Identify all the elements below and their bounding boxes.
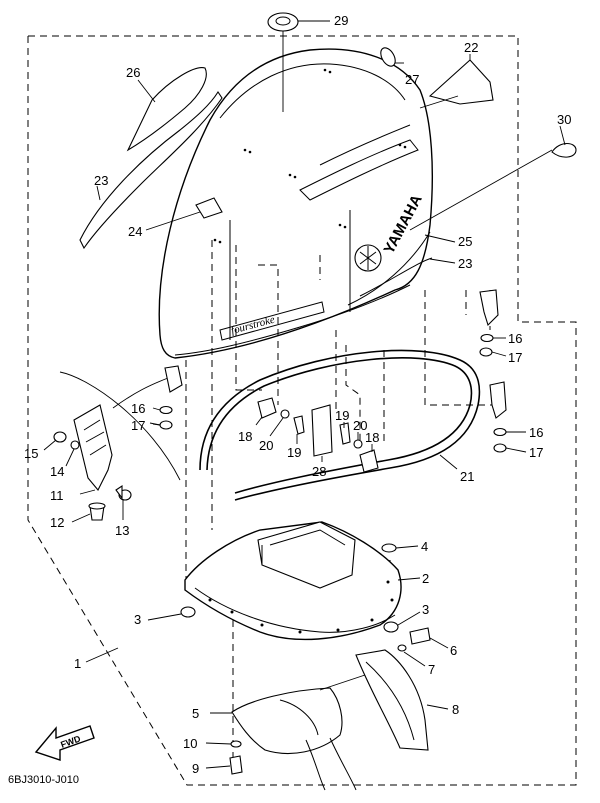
label-11: 11 [50,488,64,503]
part-7-washer [397,644,426,667]
label-2: 2 [422,571,429,586]
part-5-undercover [210,674,366,791]
part-6-bolt [409,627,449,649]
label-17b: 17 [508,350,522,365]
label-19b: 19 [335,408,349,423]
part-29-cap [267,12,330,112]
label-25: 25 [458,234,472,249]
part-25-strip [347,231,431,306]
label-19a: 19 [287,445,301,460]
label-9: 9 [192,761,199,776]
label-18a: 18 [238,429,252,444]
part-15-nut [43,431,67,451]
left-latch [152,365,183,430]
label-24: 24 [128,224,142,239]
part-21-seal [199,349,481,501]
label-3b: 3 [422,602,429,617]
part-number-labels: 29 22 26 27 30 23 24 25 23 16 17 16 17 1… [24,13,571,776]
right-upper-latch [479,289,507,357]
part-10-washer [205,740,242,748]
left-clip-set [255,397,333,462]
right-clip-set [339,422,379,473]
label-15: 15 [24,446,38,461]
part-14-washer [65,440,80,467]
bottom-cowling [184,521,402,641]
label-8: 8 [452,702,459,717]
part-23-left-strip [79,90,223,250]
label-16b: 16 [508,331,522,346]
label-1: 1 [74,656,81,671]
label-27: 27 [405,72,419,87]
label-3a: 3 [134,612,141,627]
right-lower-latch [489,381,527,453]
label-17c: 17 [529,445,543,460]
label-29: 29 [334,13,348,28]
label-12: 12 [50,515,64,530]
label-10: 10 [183,736,197,751]
label-17a: 17 [131,418,145,433]
label-22: 22 [464,40,478,55]
label-20b: 20 [353,418,367,433]
label-14: 14 [50,464,64,479]
part-3-grommet-left [147,606,196,621]
part-23-right-strip [359,257,433,297]
label-13: 13 [115,523,129,538]
part-3-grommet-right [383,611,421,633]
label-21: 21 [460,469,474,484]
part-22-decal [428,59,494,105]
bottom-cowling-rivets [208,580,394,634]
label-6: 6 [450,643,457,658]
part-12-grommet [71,502,106,523]
part-30-grommet [409,125,577,231]
part-11-bracket [59,371,181,495]
diagram-code: 6BJ3010-J010 [8,774,79,786]
label-20a: 20 [259,438,273,453]
label-18b: 18 [365,430,379,445]
part-4-washer [381,543,419,553]
label-23a: 23 [94,173,108,188]
label-23b: 23 [458,256,472,271]
part-8-cover [355,649,449,751]
part-27-plug [380,47,396,67]
part-9-bolt [205,755,243,775]
label-7: 7 [428,662,435,677]
part-13-bolt [115,484,132,520]
label-26: 26 [126,65,140,80]
label-16c: 16 [529,425,543,440]
top-cowling: YAMAHA fourstroke [158,48,433,359]
label-28: 28 [312,464,326,479]
label-16a: 16 [131,401,145,416]
label-30: 30 [557,112,571,127]
forward-direction-indicator: FWD [34,725,95,761]
cowling-rivets [213,68,407,244]
label-5: 5 [192,706,199,721]
label-4: 4 [421,539,428,554]
part-26-decal [126,67,207,152]
